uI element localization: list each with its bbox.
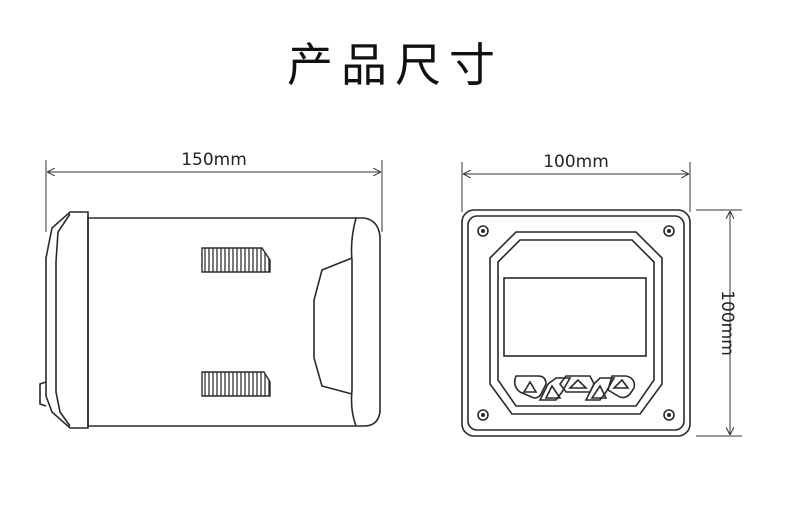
upper-grip — [201, 247, 271, 273]
triangle-up-icon — [568, 378, 588, 389]
side-front-bezel — [45, 211, 89, 429]
triangle-up-icon — [590, 384, 608, 399]
page-title: 产品尺寸 — [287, 38, 503, 92]
side-recess — [313, 257, 353, 395]
triangle-up-icon — [522, 380, 538, 393]
side-connector — [39, 381, 47, 407]
lower-grip — [201, 371, 271, 397]
front-button-1[interactable] — [513, 375, 547, 399]
display-screen — [503, 277, 647, 357]
side-width-dimension: 150mm — [45, 150, 383, 232]
side-housing — [87, 217, 381, 427]
side-width-label: 150mm — [181, 150, 247, 170]
front-view — [461, 209, 691, 437]
front-button-2[interactable] — [538, 377, 572, 401]
front-height-label: 100mm — [717, 290, 737, 356]
front-width-dimension: 100mm — [461, 152, 691, 212]
front-button-5[interactable] — [607, 375, 636, 399]
front-bezel — [489, 231, 663, 415]
screw-top-left — [477, 225, 489, 237]
front-bezel-inner — [497, 239, 655, 407]
screw-top-right — [663, 225, 675, 237]
screw-bottom-left — [477, 409, 489, 421]
triangle-up-icon — [612, 378, 630, 389]
front-outer-frame — [461, 209, 691, 437]
front-button-3[interactable] — [559, 375, 595, 393]
screw-bottom-right — [663, 409, 675, 421]
side-front-bezel-edge — [55, 213, 71, 427]
front-button-4[interactable] — [584, 377, 616, 401]
front-inner-frame — [467, 215, 685, 431]
triangle-up-icon — [544, 384, 562, 399]
front-height-dimension: 100mm — [696, 209, 742, 437]
side-view — [39, 211, 381, 429]
front-width-label: 100mm — [543, 152, 609, 172]
side-rear-step — [350, 217, 357, 427]
